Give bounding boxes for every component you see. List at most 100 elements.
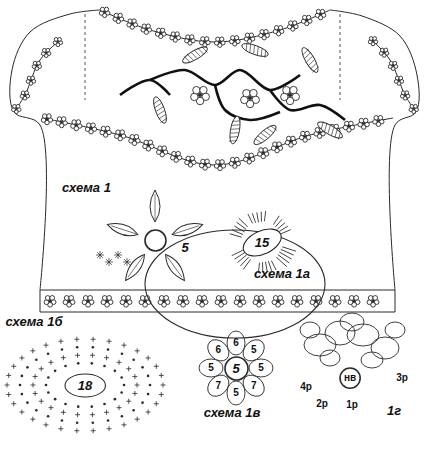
stitch-dot <box>61 419 64 422</box>
stitch-mark <box>124 259 130 265</box>
stitch-cross <box>132 391 137 396</box>
chain-loop <box>371 337 399 359</box>
stitch-dot <box>61 348 64 351</box>
stitch-dot <box>114 370 117 373</box>
stitch-cross <box>30 417 35 422</box>
schema-label: схема 1а <box>254 267 310 280</box>
stitch-cross <box>122 422 127 427</box>
outline <box>120 80 170 95</box>
stitch-count: 7 <box>216 381 222 391</box>
petal <box>162 252 189 284</box>
stitch-cross <box>90 412 95 417</box>
schema-title: схема 1 <box>62 180 111 195</box>
stitch-dot <box>77 362 80 365</box>
motif-center: 5 <box>144 229 167 252</box>
stitch-count: 5 <box>258 363 264 373</box>
flower-motif <box>100 126 111 137</box>
stitch-cross <box>107 339 112 344</box>
chain-loop <box>347 324 379 346</box>
stitch-cross <box>126 399 131 404</box>
flower-motif <box>229 157 240 168</box>
motif-center: 5 <box>224 356 249 381</box>
stitch-dot <box>19 384 22 387</box>
stitch-cross <box>19 410 24 415</box>
stitch-cross <box>161 383 166 388</box>
flower-motif <box>348 296 360 308</box>
chain-loop <box>304 334 336 356</box>
chain-loop <box>340 313 364 331</box>
stitch-dot <box>92 346 95 349</box>
flower-motif <box>41 114 52 125</box>
flower-motif <box>310 296 322 308</box>
flower-motif <box>185 156 196 167</box>
flower-motif <box>259 30 270 40</box>
stitch-cross <box>44 422 49 427</box>
stitch-dot <box>47 376 50 379</box>
stitch-cross <box>135 383 140 388</box>
flower-motif <box>368 37 377 46</box>
stitch-cross <box>6 373 11 378</box>
flower-motif <box>26 76 35 85</box>
stitch-cross <box>146 355 151 360</box>
stitch-cross <box>11 364 16 369</box>
stitch-cross <box>159 373 164 378</box>
flower-motif <box>82 296 94 308</box>
stitch-cross <box>31 383 36 388</box>
flower-motif <box>244 33 255 43</box>
stitch-cross <box>74 337 79 342</box>
stitch-cross <box>48 405 53 410</box>
stitch-dot <box>120 391 123 394</box>
flower-motif <box>101 296 113 308</box>
outline <box>10 10 100 290</box>
flower-motif <box>20 91 29 100</box>
stitch-mark <box>97 252 103 258</box>
stitch-cross <box>90 353 95 358</box>
stitch-cross <box>39 399 44 404</box>
stitch-dot <box>76 421 79 424</box>
stitch-dot <box>132 409 135 412</box>
stitch-count: 7 <box>251 381 257 391</box>
flower-motif <box>285 136 296 147</box>
stitch-cross <box>30 348 35 353</box>
stitch-count: нв <box>344 373 356 383</box>
flower-motif <box>215 296 227 308</box>
stitch-fan <box>275 244 296 267</box>
stitch-dot <box>47 352 50 355</box>
leaf-motif <box>151 95 169 124</box>
stitch-dot <box>120 376 123 379</box>
stitch-dot <box>123 384 126 387</box>
flower-motif <box>229 36 240 46</box>
stitch-cross <box>135 417 140 422</box>
stitch-cross <box>61 410 66 415</box>
flower-motif <box>113 13 124 23</box>
stitch-dot <box>54 370 57 373</box>
stitch-count: 18 <box>78 379 92 392</box>
stitch-dot <box>47 415 50 418</box>
stitch-cross <box>91 428 96 433</box>
stitch-dot <box>103 365 106 368</box>
stitch-dot <box>141 401 144 404</box>
stitch-cross <box>159 392 164 397</box>
stitch-fan <box>248 211 267 224</box>
stitch-count: 6 <box>216 345 222 355</box>
flower-motif <box>120 296 132 308</box>
flower-motif <box>56 117 67 128</box>
stitch-dot <box>26 366 29 369</box>
stitch-count: 5 <box>208 363 214 373</box>
stitch-cross <box>104 410 109 415</box>
outline <box>100 10 330 42</box>
stitch-dot <box>21 375 24 378</box>
stitch-cross <box>126 366 131 371</box>
stitch-dot <box>132 359 135 362</box>
flower-motif <box>373 115 384 126</box>
leaf-motif <box>299 46 321 75</box>
flower-motif <box>41 48 50 57</box>
stitch-mark <box>106 259 112 265</box>
stitch-dot <box>147 375 150 378</box>
flower-motif <box>244 153 255 164</box>
flower-motif <box>158 296 170 308</box>
stitch-cross <box>122 343 127 348</box>
stitch-dot <box>121 415 124 418</box>
flower-motif <box>199 159 210 170</box>
